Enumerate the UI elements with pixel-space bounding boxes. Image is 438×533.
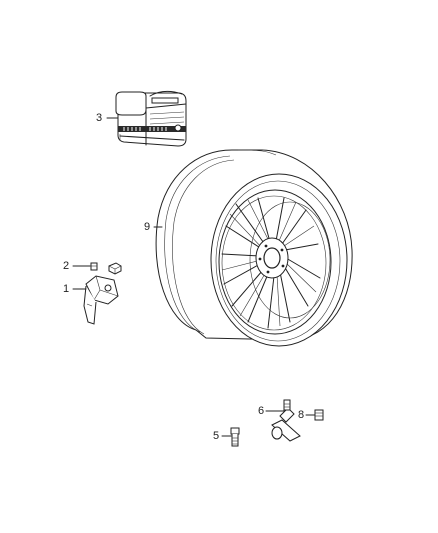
callout-2[interactable]: 2 bbox=[63, 260, 70, 272]
valve-cap-icon[interactable] bbox=[314, 409, 324, 421]
callout-1[interactable]: 1 bbox=[63, 283, 70, 295]
callout-8[interactable]: 8 bbox=[298, 409, 305, 421]
tire-inflator-kit-icon[interactable] bbox=[115, 90, 187, 147]
valve-stem-icon[interactable] bbox=[271, 399, 301, 442]
tire-pressure-sensor-icon[interactable] bbox=[83, 275, 119, 325]
valve-stem-icon[interactable] bbox=[230, 427, 240, 447]
callout-3[interactable]: 3 bbox=[96, 112, 103, 124]
nut-icon[interactable] bbox=[90, 262, 122, 275]
leader-lines bbox=[72, 117, 316, 437]
callout-6[interactable]: 6 bbox=[258, 405, 265, 417]
callout-9[interactable]: 9 bbox=[144, 221, 151, 233]
callout-5[interactable]: 5 bbox=[213, 430, 220, 442]
wheel-and-tire-icon[interactable] bbox=[155, 149, 353, 347]
